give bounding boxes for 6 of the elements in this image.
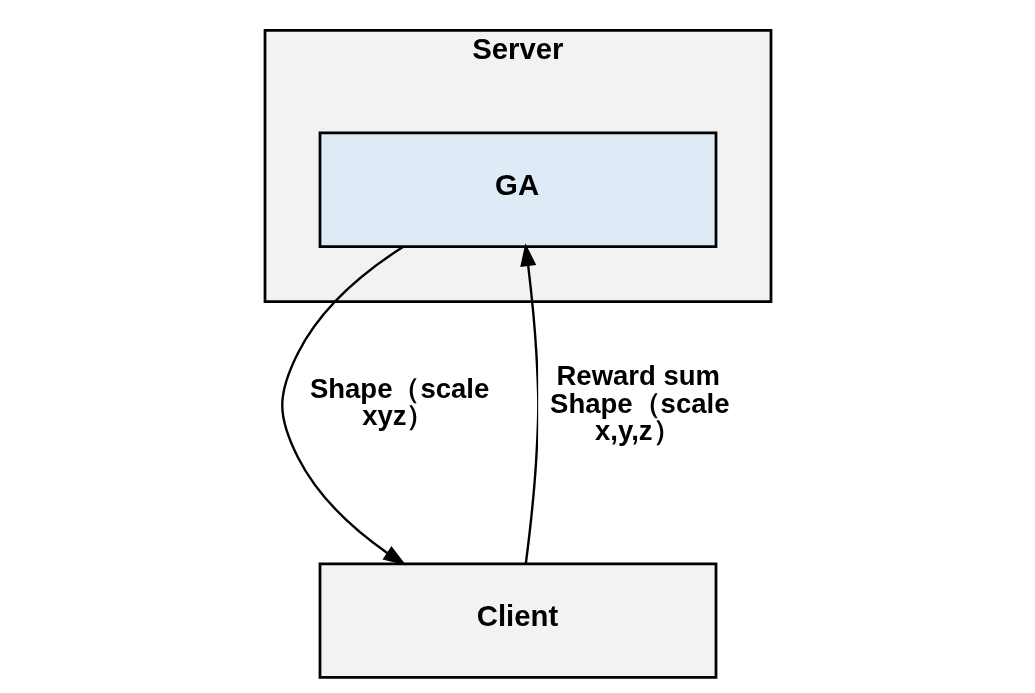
node-box: GA [318, 131, 717, 248]
arrow [519, 243, 539, 564]
edge-label: Shape（scale xyz） [309, 372, 489, 432]
edge-label: Reward sum Shape（scale x,y,z） [549, 360, 729, 446]
node-box: Client [318, 562, 717, 679]
arrow [280, 245, 406, 566]
